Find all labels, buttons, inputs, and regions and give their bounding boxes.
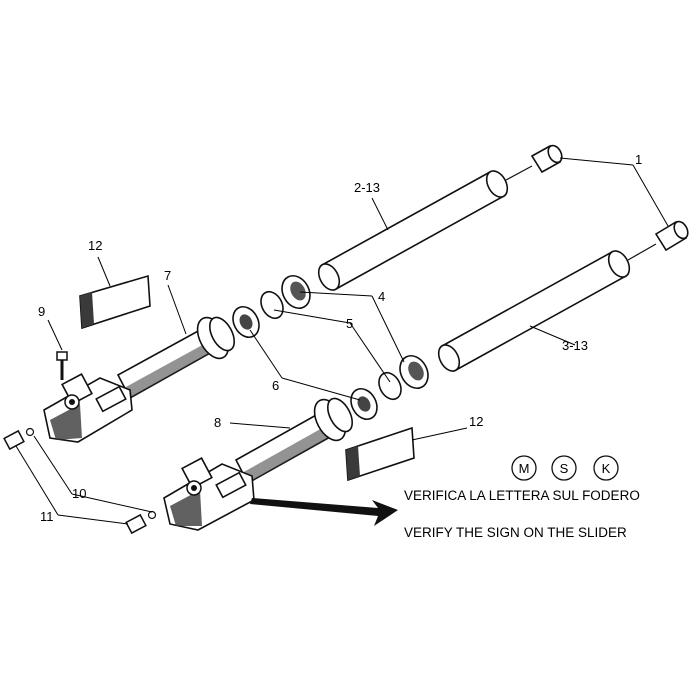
label-part-8: 8 xyxy=(214,415,221,430)
label-part-2-13: 2-13 xyxy=(354,180,380,195)
fork-slider-7 xyxy=(116,316,236,400)
seal-set-lower xyxy=(350,354,429,421)
label-part-6: 6 xyxy=(272,378,279,393)
label-part-3-13: 3-13 xyxy=(562,338,588,353)
label-part-4: 4 xyxy=(378,289,385,304)
badge-s-text: S xyxy=(560,461,569,476)
label-part-11: 11 xyxy=(40,509,54,524)
bolt-11-upper xyxy=(3,427,35,451)
label-part-5: 5 xyxy=(346,316,353,331)
top-cap-1a xyxy=(530,144,563,174)
fork-leg-upper xyxy=(43,316,236,443)
seal-set-upper xyxy=(232,274,311,339)
badge-s: S xyxy=(551,455,577,481)
top-cap-1b xyxy=(654,220,689,252)
variant-badges: M S K xyxy=(511,455,619,481)
bushing-pad-12-left xyxy=(79,274,151,330)
note-english: VERIFY THE SIGN ON THE SLIDER xyxy=(404,525,627,540)
fork-slider-8 xyxy=(234,397,354,485)
fork-foot-upper xyxy=(43,373,133,443)
bushing-pad-12-right xyxy=(345,426,415,482)
slider-arrow xyxy=(250,498,398,526)
label-part-9: 9 xyxy=(38,304,45,319)
label-part-12-right: 12 xyxy=(469,414,483,429)
badge-k-text: K xyxy=(602,461,611,476)
stanchion-tube-2-13 xyxy=(317,165,533,291)
label-part-1: 1 xyxy=(635,152,642,167)
label-part-7: 7 xyxy=(164,268,171,283)
fork-leg-lower xyxy=(163,397,354,531)
note-italian: VERIFICA LA LETTERA SUL FODERO xyxy=(404,488,640,503)
bolt-9 xyxy=(56,351,68,380)
label-part-12-left: 12 xyxy=(88,238,102,253)
badge-m: M xyxy=(511,455,537,481)
badge-k: K xyxy=(593,455,619,481)
leader-lines xyxy=(15,157,669,525)
part-labels: 1 2-13 3-13 4 5 6 7 8 9 10 11 12 12 xyxy=(38,152,642,524)
badge-m-text: M xyxy=(519,461,530,476)
bolt-11-lower xyxy=(125,510,157,535)
stanchion-tube-3-13 xyxy=(437,243,657,372)
label-part-10: 10 xyxy=(72,486,86,501)
